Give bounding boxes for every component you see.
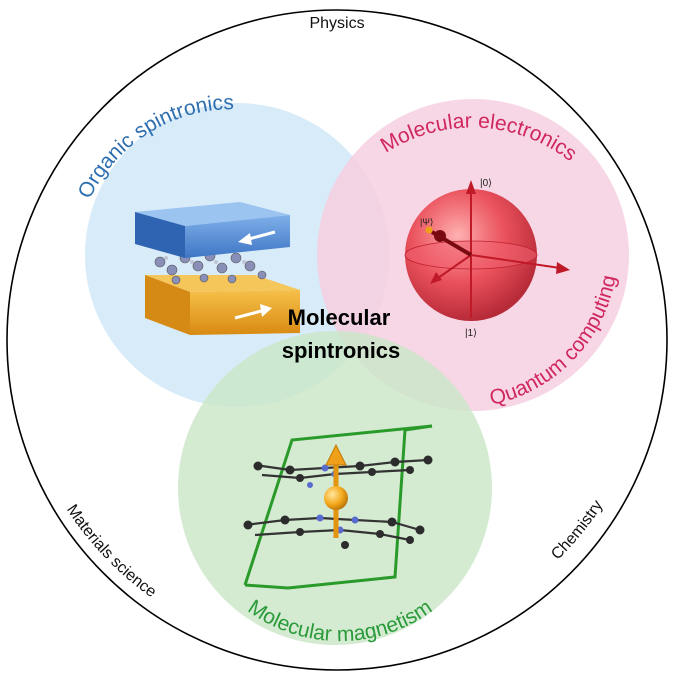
central-metal-ion — [324, 486, 348, 510]
hysteresis-curve — [243, 424, 433, 586]
chemistry-label: Chemistry — [548, 497, 606, 563]
center-title-line2: spintronics — [282, 338, 401, 363]
psi-label: |Ψ⟩ — [420, 217, 433, 227]
ket-zero-label: |0⟩ — [480, 178, 492, 189]
center-title-line1: Molecular — [288, 305, 391, 330]
magnetization-arrow-icon — [238, 230, 276, 245]
magnetization-arrow-icon — [234, 304, 272, 320]
materials-science-label: Materials science — [63, 502, 159, 601]
bloch-sphere-illustration: |0⟩ |1⟩ |Ψ⟩ — [404, 178, 570, 339]
spin-valve-device-illustration — [135, 202, 300, 335]
outer-circle — [6, 9, 668, 671]
physics-label: Physics — [309, 15, 364, 32]
molecular-magnet-illustration — [243, 424, 433, 590]
ket-one-label: |1⟩ — [465, 328, 477, 339]
